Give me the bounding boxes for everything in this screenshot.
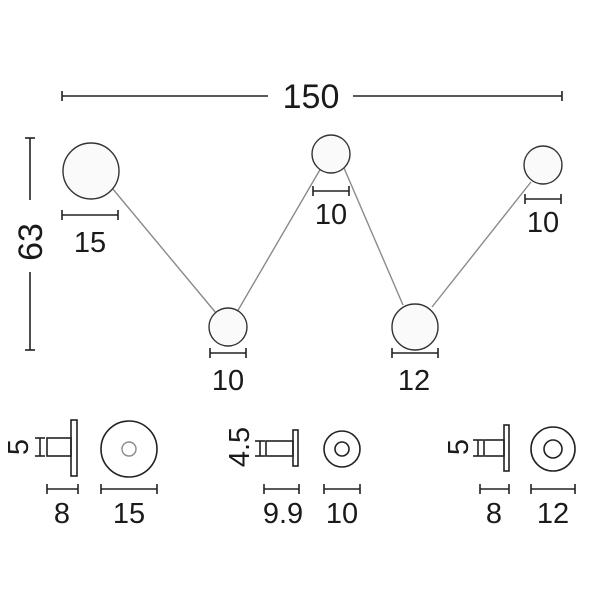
globe-4-label: 12 <box>398 365 430 397</box>
globe-5-label: 10 <box>527 207 559 239</box>
mount-1: 5 8 15 <box>3 419 158 530</box>
globe-3-sphere <box>311 134 351 174</box>
mount-2-plate-label: 10 <box>326 498 358 530</box>
globe-1: 15 <box>61 142 120 259</box>
mount-3-plate-outer <box>530 426 576 472</box>
overall-width-label: 150 <box>283 78 340 116</box>
mount-3: 5 8 12 <box>443 424 576 530</box>
mount-2-side-plate <box>292 429 299 467</box>
overall-height-dimension: 63 <box>12 137 50 351</box>
rod-1 <box>111 187 217 314</box>
mount-2-plate-inner <box>334 441 350 457</box>
overall-width-dimension: 150 <box>61 78 563 116</box>
mount-3-depth-label: 8 <box>486 498 502 530</box>
globe-1-sphere <box>62 142 120 200</box>
mount-1-side-stem <box>46 437 72 457</box>
globe-4-sphere <box>391 303 439 351</box>
globe-3: 10 <box>311 134 351 231</box>
mount-2-depth-label: 9.9 <box>263 498 303 530</box>
rod-3 <box>343 167 404 306</box>
mount-1-plate-label: 15 <box>113 498 145 530</box>
rod-2 <box>236 167 322 313</box>
overall-height-label: 63 <box>12 223 50 261</box>
mount-2-height-label: 4.5 <box>224 427 256 467</box>
mount-3-height-label: 5 <box>443 439 475 455</box>
mount-3-side-stem <box>483 439 505 457</box>
mount-2-side-stem <box>265 440 294 457</box>
mount-1-plate-inner <box>121 441 137 457</box>
connecting-rods <box>111 167 532 314</box>
mount-3-plate-inner <box>543 439 563 459</box>
mount-2-plate-outer <box>323 430 361 468</box>
mount-1-depth-label: 8 <box>54 498 70 530</box>
globe-2: 10 <box>208 307 248 397</box>
globe-5-sphere <box>523 145 563 185</box>
mount-3-side-plate <box>503 424 510 472</box>
mount-2: 4.5 9.9 10 <box>224 427 361 530</box>
globe-2-label: 10 <box>212 365 244 397</box>
globe-4: 12 <box>391 303 439 397</box>
mount-1-side-plate <box>70 419 78 477</box>
mount-1-plate-outer <box>100 420 158 478</box>
mount-1-height-label: 5 <box>3 439 35 455</box>
globe-3-label: 10 <box>315 199 347 231</box>
mount-3-plate-label: 12 <box>537 498 569 530</box>
globe-2-sphere <box>208 307 248 347</box>
globe-5: 10 <box>523 145 563 239</box>
globe-1-label: 15 <box>74 227 106 259</box>
rod-4 <box>431 181 532 308</box>
